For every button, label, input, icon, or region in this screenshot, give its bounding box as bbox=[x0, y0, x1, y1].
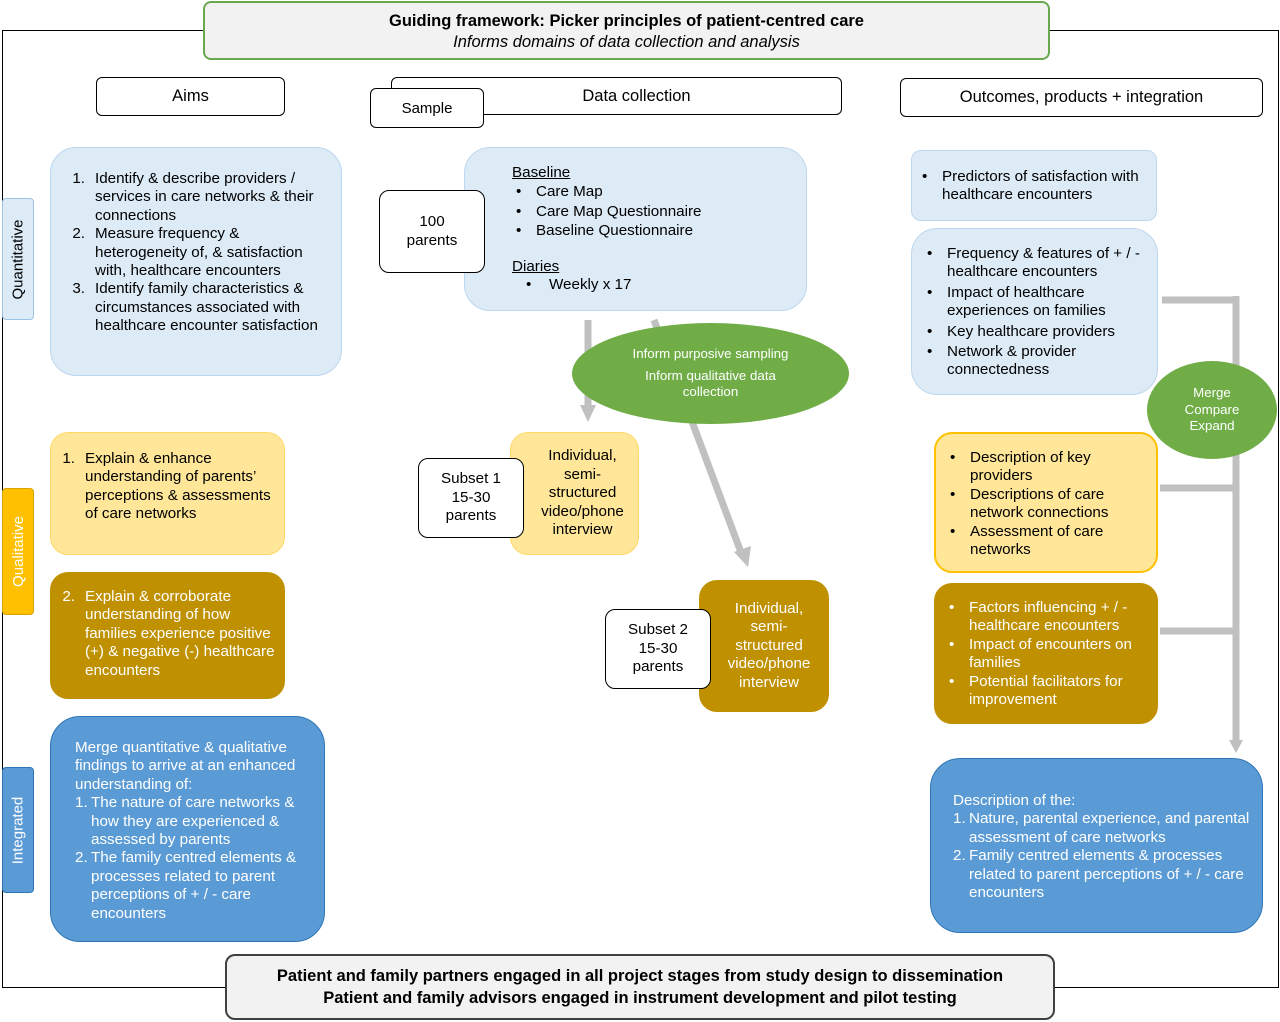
quantitative-label: Quantitative bbox=[2, 198, 34, 320]
outcomes-integrated-list: 1.Nature, parental experience, and paren… bbox=[953, 810, 1252, 902]
list-item: 2.Family centred elements & processes re… bbox=[953, 847, 1244, 902]
list-item: 1.Identify & describe providers / servic… bbox=[72, 170, 314, 224]
list-item: •Care Map bbox=[516, 183, 603, 201]
outcomes-qualitative-list-1: •Description of key providers •Descripti… bbox=[946, 449, 1150, 559]
sample-header: Sample bbox=[370, 88, 484, 128]
subset-2-sample: Subset 2 15-30 parents bbox=[605, 609, 711, 689]
aims-qualitative-box-1: 1.Explain & enhance understanding of par… bbox=[50, 432, 285, 555]
sample-100-parents: 100 parents bbox=[379, 190, 485, 273]
list-item: •Descriptions of care network connection… bbox=[950, 485, 1109, 522]
list-item: 1.Explain & enhance understanding of par… bbox=[62, 450, 271, 523]
banner-title: Guiding framework: Picker principles of … bbox=[389, 11, 864, 30]
aims-qualitative-list-2: 2.Explain & corroborate understanding of… bbox=[53, 588, 276, 680]
list-item: •Potential facilitators for improvement bbox=[949, 672, 1123, 709]
guiding-framework-banner: Guiding framework: Picker principles of … bbox=[203, 1, 1050, 60]
integrated-label: Integrated bbox=[2, 767, 34, 893]
qualitative-label: Qualitative bbox=[2, 488, 34, 615]
list-item: •Predictors of satisfaction with healthc… bbox=[922, 168, 1139, 204]
outcomes-qualitative-list-2: •Factors influencing + / - healthcare en… bbox=[945, 599, 1151, 709]
aims-quantitative-box: 1.Identify & describe providers / servic… bbox=[50, 147, 342, 376]
list-item: •Key healthcare providers bbox=[927, 322, 1115, 340]
list-item: •Care Map Questionnaire bbox=[516, 202, 702, 220]
arrowhead-subset2 bbox=[734, 546, 751, 567]
list-item: 1.Nature, parental experience, and paren… bbox=[953, 810, 1250, 846]
aims-qualitative-box-2: 2.Explain & corroborate understanding of… bbox=[50, 572, 285, 699]
bottom-banner-line1: Patient and family partners engaged in a… bbox=[276, 967, 1004, 985]
aims-header: Aims bbox=[96, 77, 285, 116]
list-item: •Network & provider connectedness bbox=[927, 343, 1077, 379]
outcomes-quantitative-list: •Frequency & features of + / - healthcar… bbox=[923, 245, 1149, 380]
outcomes-qualitative-box-1: •Description of key providers •Descripti… bbox=[934, 432, 1158, 573]
aims-integrated-box: Merge quantitative & qualitative finding… bbox=[50, 716, 325, 942]
banner-subtitle: Informs domains of data collection and a… bbox=[453, 32, 800, 51]
interview-box-2: Individual, semi- structured video/phone… bbox=[699, 580, 829, 712]
list-item: •Baseline Questionnaire bbox=[516, 222, 694, 240]
baseline-heading: Baseline bbox=[512, 164, 571, 181]
list-item: 2.Measure frequency & heterogeneity of, … bbox=[72, 225, 303, 280]
diaries-heading: Diaries bbox=[512, 257, 560, 275]
outcomes-predictors-box: •Predictors of satisfaction with healthc… bbox=[911, 150, 1157, 221]
list-item: 2.The family centred elements & processe… bbox=[75, 849, 297, 922]
aims-integrated-intro: Merge quantitative & qualitative finding… bbox=[75, 739, 296, 793]
list-item: 1.The nature of care networks & how they… bbox=[75, 794, 295, 849]
list-item: •Factors influencing + / - healthcare en… bbox=[949, 599, 1128, 635]
outcomes-qualitative-box-2: •Factors influencing + / - healthcare en… bbox=[934, 583, 1158, 724]
predictors-list: •Predictors of satisfaction with healthc… bbox=[918, 168, 1150, 205]
aims-integrated-list: 1.The nature of care networks & how they… bbox=[75, 794, 310, 923]
list-item: •Impact of encounters on families bbox=[949, 635, 1132, 672]
interview-box-1: Individual, semi- structured video/phone… bbox=[510, 432, 639, 555]
list-item: •Weekly x 17 bbox=[526, 276, 632, 294]
list-item: •Description of key providers bbox=[950, 449, 1091, 485]
baseline-list: •Care Map •Care Map Questionnaire •Basel… bbox=[512, 182, 796, 241]
list-item: 2.Explain & corroborate understanding of… bbox=[62, 588, 275, 679]
aims-qualitative-list-1: 1.Explain & enhance understanding of par… bbox=[53, 450, 276, 524]
list-item: •Impact of healthcare experiences on fam… bbox=[927, 283, 1106, 320]
patient-partners-banner: Patient and family partners engaged in a… bbox=[225, 954, 1055, 1020]
outcomes-integrated-box: Description of the: 1.Nature, parental e… bbox=[930, 758, 1263, 933]
inform-sampling-ellipse: Inform purposive sampling Inform qualita… bbox=[572, 323, 849, 424]
merge-compare-expand-ellipse: Merge Compare Expand bbox=[1147, 361, 1277, 459]
diaries-list: •Weekly x 17 bbox=[512, 276, 796, 294]
outcomes-integrated-intro: Description of the: bbox=[953, 792, 1076, 809]
outcomes-header: Outcomes, products + integration bbox=[900, 78, 1263, 117]
arrowhead-subset1 bbox=[580, 405, 596, 422]
list-item: •Frequency & features of + / - healthcar… bbox=[927, 245, 1140, 281]
list-item: •Assessment of care networks bbox=[950, 522, 1104, 559]
aims-quantitative-list: 1.Identify & describe providers / servic… bbox=[63, 170, 321, 336]
outcomes-quantitative-box: •Frequency & features of + / - healthcar… bbox=[911, 228, 1158, 395]
baseline-diaries-box: Baseline •Care Map •Care Map Questionnai… bbox=[464, 147, 807, 311]
subset-1-sample: Subset 1 15-30 parents bbox=[418, 458, 524, 538]
list-item: 3.Identify family characteristics & circ… bbox=[72, 280, 318, 335]
arrowhead-integrated bbox=[1229, 740, 1243, 753]
bottom-banner-line2: Patient and family advisors engaged in i… bbox=[323, 989, 957, 1007]
